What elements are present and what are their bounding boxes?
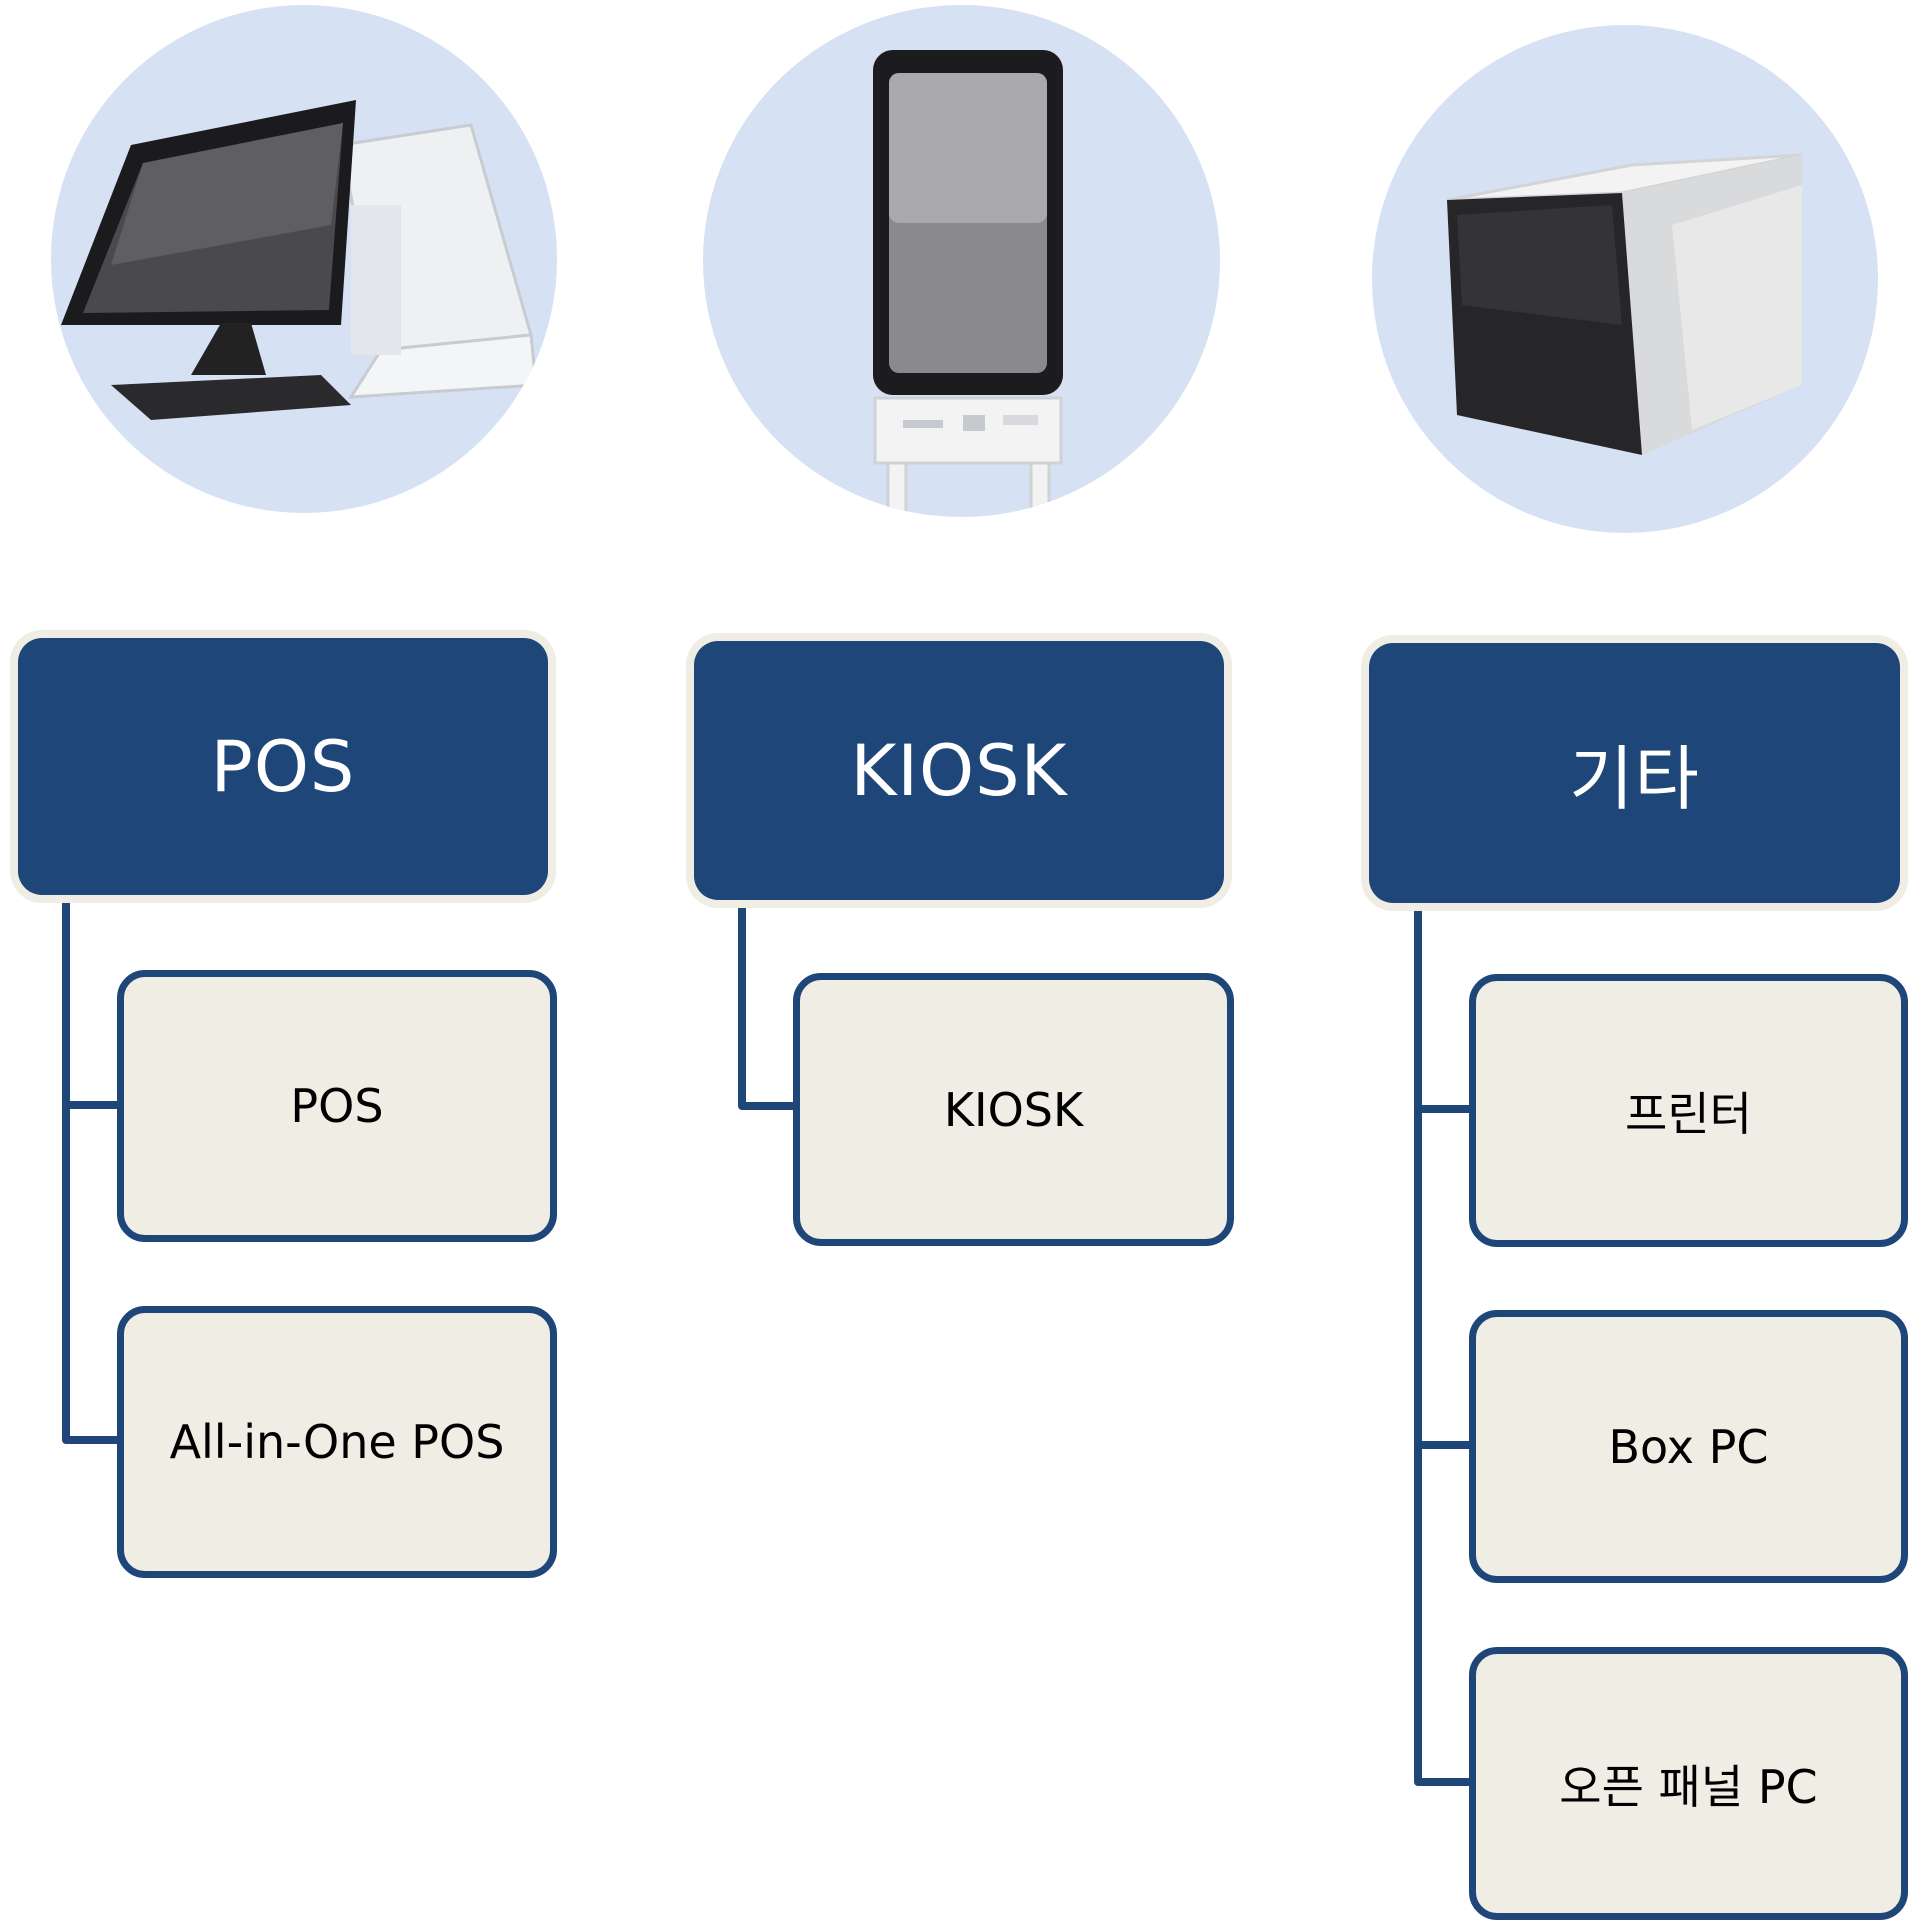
category-etc[interactable]: 기타 — [1369, 643, 1900, 903]
connector-kiosk — [738, 904, 798, 1110]
printer-icon — [1446, 153, 1803, 455]
kiosk-icon — [873, 50, 1063, 517]
category-pos[interactable]: POS — [18, 638, 548, 895]
kiosk-image-circle — [703, 5, 1220, 517]
etc-image-circle — [1372, 25, 1878, 533]
pos-image-circle — [51, 5, 557, 513]
item-pos[interactable]: POS — [117, 970, 557, 1242]
pos-terminal-icon — [61, 100, 538, 420]
item-box-pc[interactable]: Box PC — [1469, 1310, 1908, 1583]
item-printer[interactable]: 프린터 — [1469, 974, 1908, 1247]
item-all-in-one-pos[interactable]: All-in-One POS — [117, 1306, 557, 1578]
item-kiosk[interactable]: KIOSK — [793, 973, 1234, 1246]
category-kiosk[interactable]: KIOSK — [694, 641, 1224, 900]
item-open-panel-pc[interactable]: 오픈 패널 PC — [1469, 1647, 1908, 1920]
connector-pos — [62, 900, 122, 1444]
connector-etc — [1414, 908, 1475, 1786]
